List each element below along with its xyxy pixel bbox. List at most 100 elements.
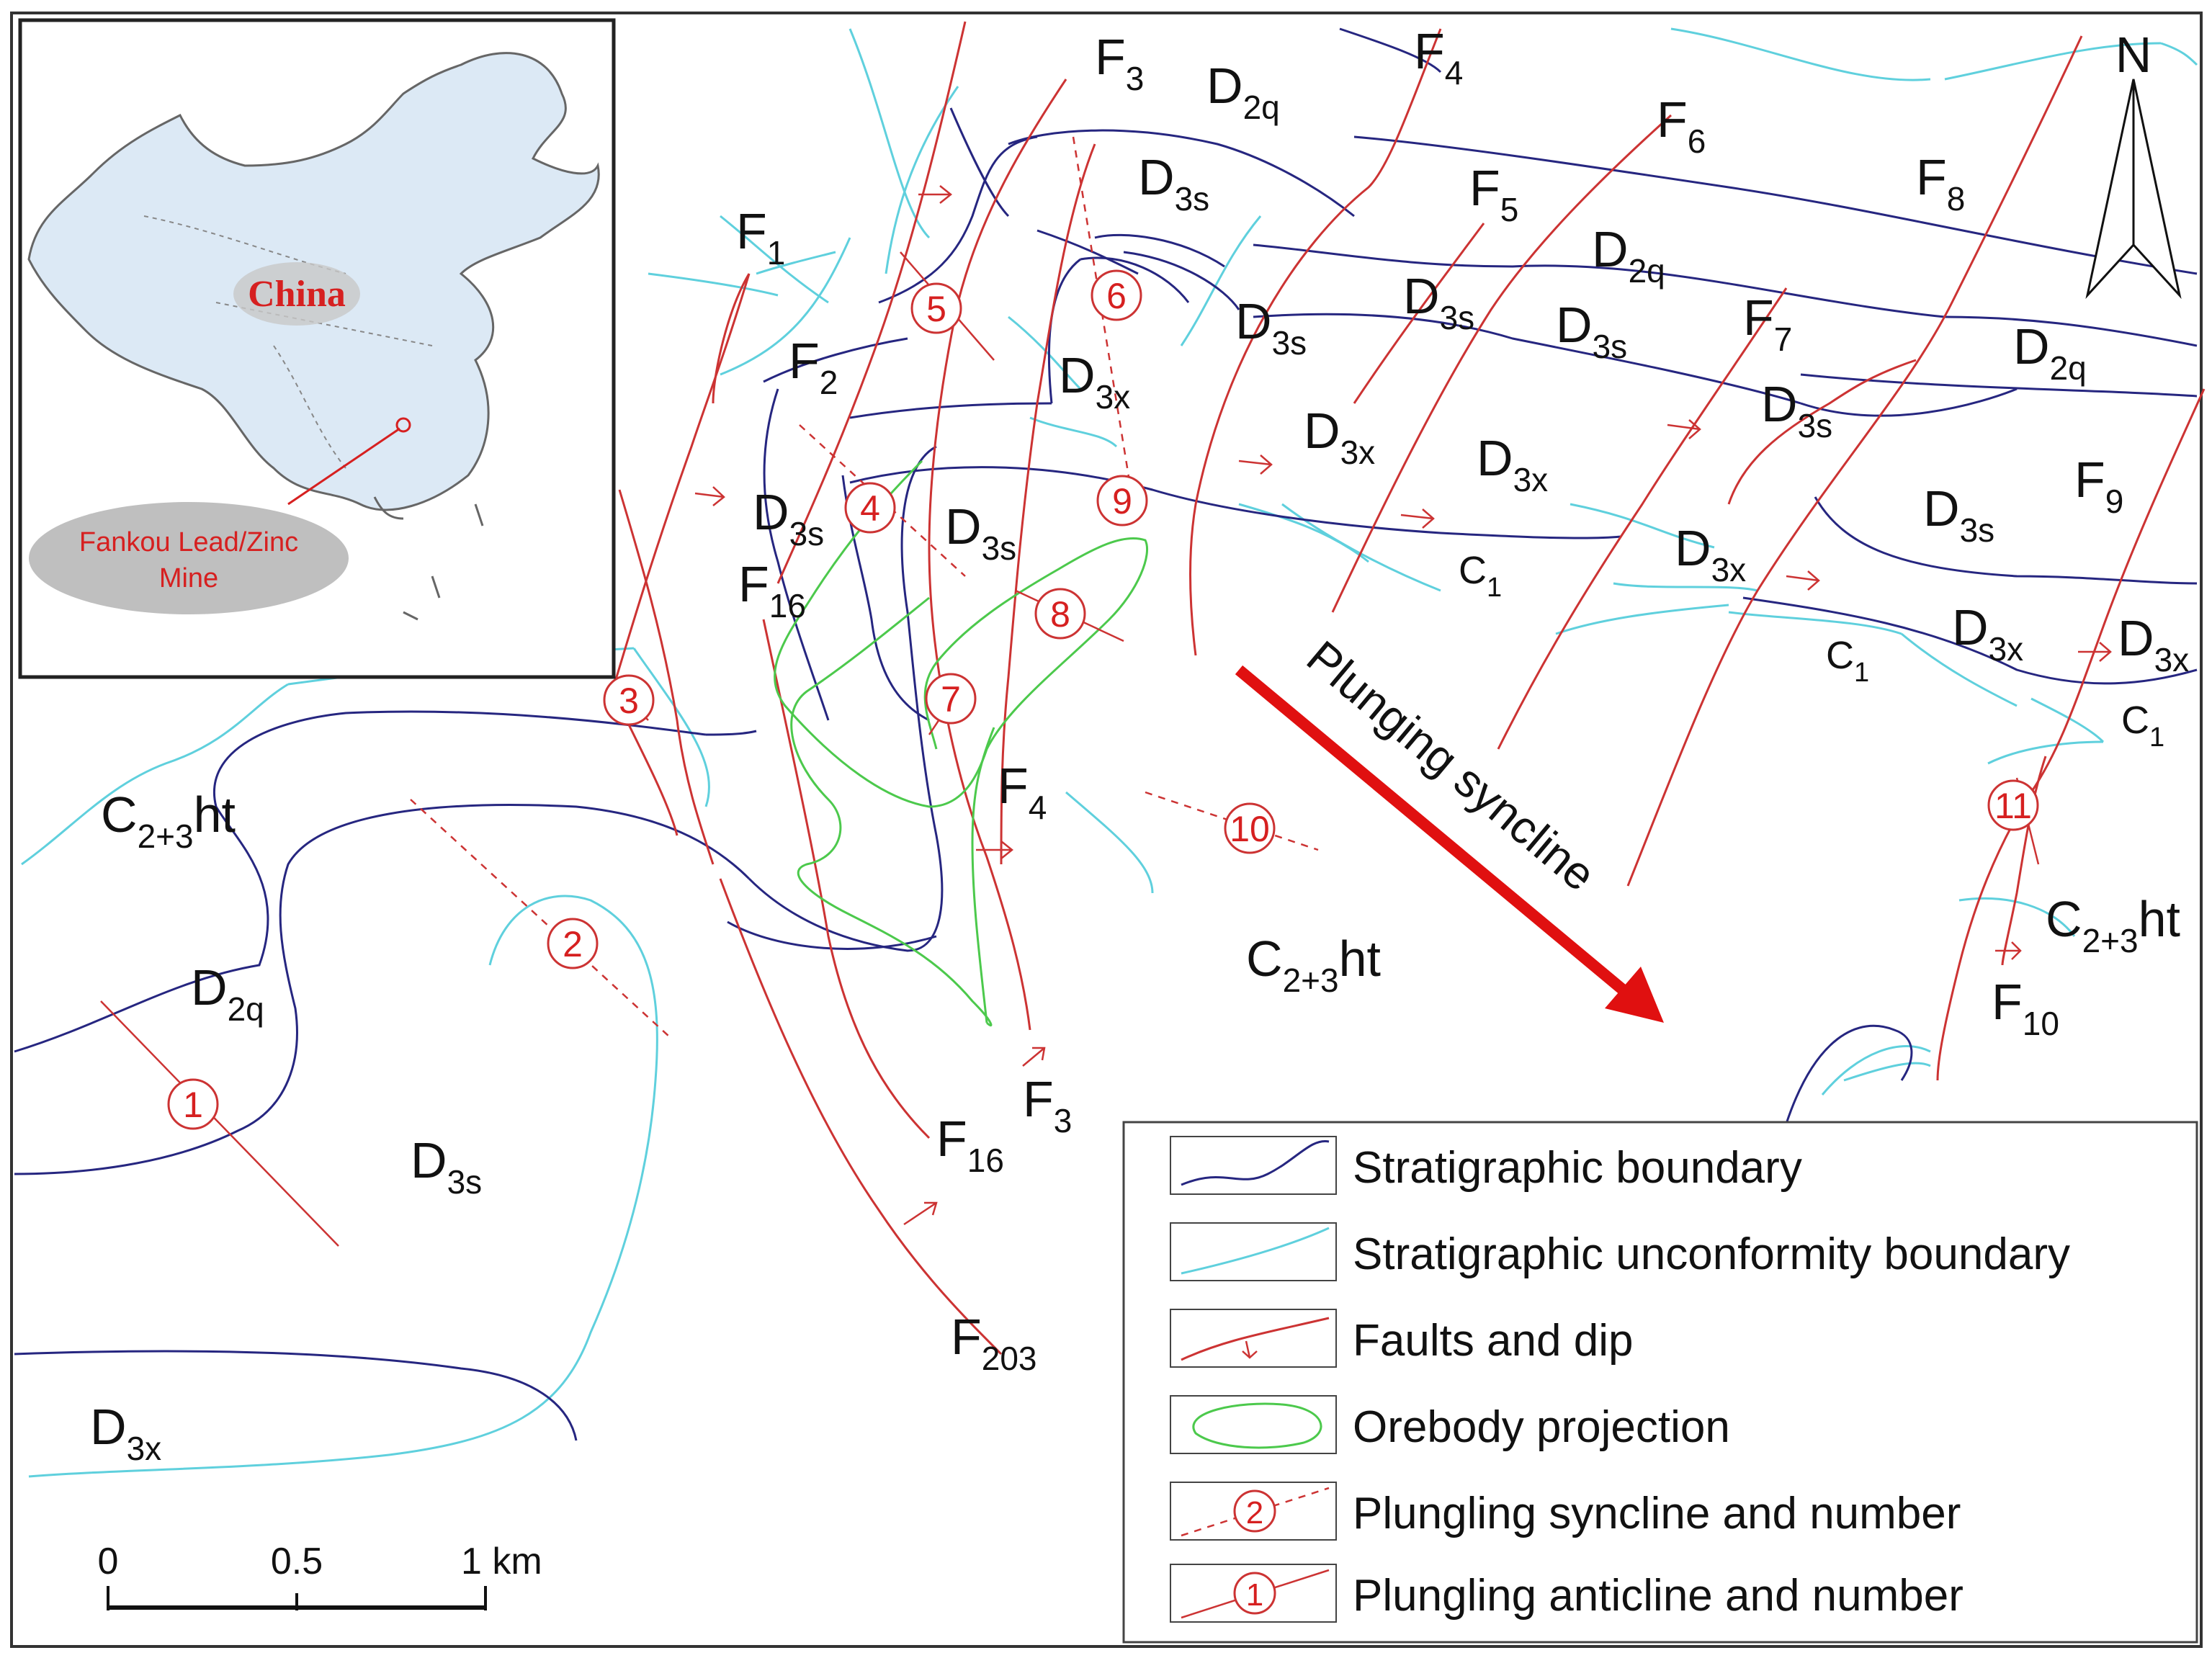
fault-label: F10 bbox=[1992, 974, 2059, 1042]
stratum-label: C2+3ht bbox=[1246, 931, 1381, 999]
fault-dip-arrows bbox=[694, 185, 2112, 1226]
china-label: China bbox=[248, 274, 346, 315]
fold-marker-8: 8 bbox=[1034, 588, 1086, 640]
svg-text:2: 2 bbox=[1246, 1495, 1263, 1531]
fold-marker-7: 7 bbox=[925, 673, 977, 725]
legend-item-unconformity: Stratigraphic unconformity boundary bbox=[1170, 1222, 2070, 1281]
stratum-label: D3x bbox=[2118, 610, 2189, 678]
svg-text:2: 2 bbox=[563, 924, 583, 964]
svg-text:7: 7 bbox=[941, 679, 961, 720]
svg-text:5: 5 bbox=[926, 289, 946, 329]
stratum-label: D3s bbox=[1235, 293, 1307, 362]
stratum-label: D2q bbox=[1206, 58, 1280, 126]
faults bbox=[611, 21, 2206, 1355]
svg-text:1: 1 bbox=[1246, 1577, 1263, 1613]
scale-tick-0-5: 0.5 bbox=[271, 1541, 323, 1582]
stratum-label: C1 bbox=[1826, 634, 1869, 688]
svg-text:Faults and dip: Faults and dip bbox=[1353, 1316, 1633, 1366]
legend: Stratigraphic boundary Stratigraphic unc… bbox=[1122, 1121, 2198, 1644]
syncline-axis-10 bbox=[1145, 791, 1319, 851]
unconformity-boundaries bbox=[21, 27, 2198, 1478]
svg-text:Stratigraphic boundary: Stratigraphic boundary bbox=[1353, 1143, 1802, 1193]
legend-item-stratigraphic-boundary: Stratigraphic boundary bbox=[1170, 1136, 1802, 1195]
fold-marker-10: 10 bbox=[1224, 802, 1276, 854]
svg-text:Stratigraphic unconformity bou: Stratigraphic unconformity boundary bbox=[1353, 1229, 2070, 1279]
fold-marker-3: 3 bbox=[603, 674, 655, 726]
svg-text:Plungling syncline and number: Plungling syncline and number bbox=[1353, 1489, 1961, 1538]
fold-number-markers: 1 2 3 4 5 6 7 8 9 10 11 bbox=[167, 269, 2039, 1130]
svg-text:10: 10 bbox=[1230, 809, 1270, 849]
fold-marker-6: 6 bbox=[1091, 269, 1142, 321]
svg-text:Plungling anticline and number: Plungling anticline and number bbox=[1353, 1571, 1964, 1621]
svg-text:Orebody projection: Orebody projection bbox=[1353, 1402, 1730, 1452]
fault-label: F203 bbox=[951, 1309, 1037, 1377]
stratum-label: D3x bbox=[1952, 599, 2023, 668]
stratum-label: D2q bbox=[1592, 221, 1665, 290]
fold-marker-1: 1 bbox=[167, 1078, 219, 1130]
stratum-label: D3s bbox=[411, 1132, 482, 1201]
svg-text:8: 8 bbox=[1050, 594, 1070, 635]
fold-marker-9: 9 bbox=[1096, 475, 1148, 526]
fault-label: F9 bbox=[2074, 452, 2123, 520]
north-label: N bbox=[2115, 27, 2152, 83]
fault-label: F6 bbox=[1657, 91, 1706, 160]
stratum-label: D3x bbox=[1477, 430, 1548, 498]
stratum-label: D3s bbox=[1556, 297, 1627, 365]
fault-label: F3 bbox=[1095, 29, 1144, 97]
svg-text:4: 4 bbox=[860, 488, 880, 529]
fault-label: F1 bbox=[736, 203, 785, 272]
stratum-label: D3x bbox=[1059, 347, 1130, 416]
fault-label: F3 bbox=[1023, 1071, 1072, 1139]
fault-label: F16 bbox=[936, 1111, 1004, 1179]
north-arrow: N bbox=[2085, 27, 2182, 300]
legend-item-syncline: 2 Plungling syncline and number bbox=[1170, 1482, 1961, 1541]
fault-label: F16 bbox=[738, 556, 806, 624]
syncline-axis-2 bbox=[410, 799, 671, 1038]
stratum-label: C1 bbox=[1459, 549, 1502, 603]
mine-label-line1: Fankou Lead/Zinc bbox=[79, 527, 298, 557]
plunging-syncline-arrow bbox=[1235, 665, 1664, 1023]
svg-text:3: 3 bbox=[619, 681, 639, 721]
mine-location-marker bbox=[395, 417, 411, 433]
stratum-label: C1 bbox=[2121, 699, 2164, 753]
stratum-label: C2+3ht bbox=[101, 787, 236, 855]
fault-label: F7 bbox=[1743, 290, 1792, 358]
svg-text:11: 11 bbox=[1994, 786, 2032, 826]
svg-text:1: 1 bbox=[183, 1085, 203, 1125]
scale-bar: 0 0.5 1 km bbox=[98, 1541, 542, 1610]
fold-marker-4: 4 bbox=[844, 482, 896, 534]
legend-item-anticline: 1 Plungling anticline and number bbox=[1170, 1564, 1964, 1623]
mine-label-bg bbox=[29, 502, 349, 614]
stratum-label: D2q bbox=[191, 959, 264, 1028]
stratum-label: D3x bbox=[1675, 520, 1746, 588]
scale-tick-1km: 1 km bbox=[461, 1541, 542, 1582]
stratum-label: D3x bbox=[1304, 403, 1375, 471]
fault-label: F5 bbox=[1469, 160, 1518, 228]
stratum-label: D3x bbox=[90, 1399, 161, 1467]
fold-marker-11: 11 bbox=[1987, 779, 2039, 831]
legend-item-orebody: Orebody projection bbox=[1170, 1395, 1730, 1454]
fault-label: F4 bbox=[1414, 23, 1463, 91]
china-label-bg bbox=[233, 262, 360, 326]
anticline-axis-1 bbox=[100, 1000, 339, 1247]
legend-item-faults: Faults and dip bbox=[1170, 1309, 1633, 1368]
stratum-label: D3s bbox=[753, 484, 824, 552]
stratum-label: D3s bbox=[1923, 480, 1994, 549]
fault-label: F2 bbox=[789, 333, 838, 401]
fault-labels: F3 F4 F6 F5 F8 F1 F2 F7 F9 F16 F4 F3 F16… bbox=[736, 23, 2123, 1377]
stratum-label: C2+3ht bbox=[2046, 891, 2180, 959]
orebody-projections bbox=[774, 460, 1149, 1027]
fault-label: F8 bbox=[1916, 149, 1965, 218]
stratum-label: D3s bbox=[945, 498, 1016, 567]
mine-label-line2: Mine bbox=[159, 563, 218, 593]
fold-marker-5: 5 bbox=[910, 282, 962, 334]
svg-text:6: 6 bbox=[1106, 276, 1127, 316]
svg-text:9: 9 bbox=[1112, 481, 1132, 521]
inset-map: China Fankou Lead/Zinc Mine bbox=[18, 18, 616, 679]
fold-marker-2: 2 bbox=[547, 918, 599, 969]
stratum-label: D3s bbox=[1761, 376, 1832, 444]
stratum-label: D3s bbox=[1138, 149, 1209, 218]
stratum-label: D2q bbox=[2013, 318, 2087, 387]
stratum-labels: D2q D3s D2q D3s D3s D3s D3s D3x D3s D3s … bbox=[90, 58, 2189, 1467]
